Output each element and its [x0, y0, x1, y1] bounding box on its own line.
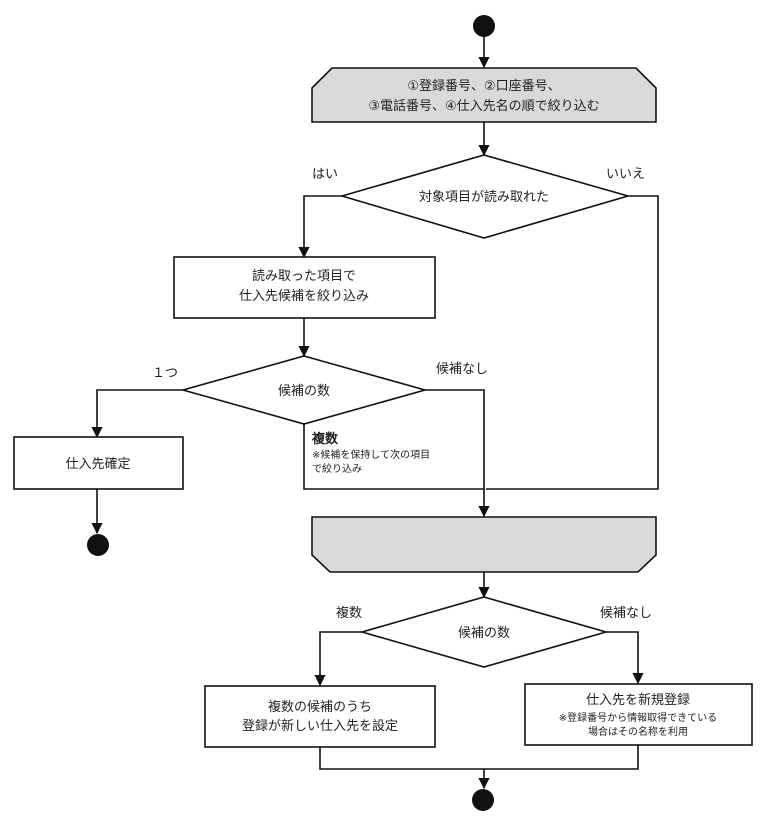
edge-join — [319, 745, 639, 770]
process-confirm-supplier-label: 仕入先確定 — [65, 456, 130, 472]
action-filter-order — [311, 67, 657, 123]
process-register-new-title: 仕入先を新規登録 — [586, 692, 690, 708]
end-node-final — [472, 789, 494, 811]
note-multiple-line2: で絞り込み — [312, 462, 362, 475]
decision-item-read — [339, 154, 631, 239]
edge-yes — [298, 195, 342, 259]
process-register-new-line1: ※登録番号から情報取得できている — [559, 711, 717, 724]
action-filter-order-line1: ①登録番号、②口座番号、 — [407, 79, 560, 94]
label-no-candidate-1: 候補なし — [436, 362, 488, 377]
edge-none2 — [606, 631, 644, 685]
decision-item-read-label: 対象項目が読み取れた — [419, 189, 549, 205]
start-node — [473, 15, 495, 37]
label-yes: はい — [312, 167, 338, 182]
process-narrow-line1: 読み取った項目で — [252, 268, 356, 284]
edge-multiple — [314, 631, 362, 687]
action-filter-order-line2: ③電話番号、④仕入先名の順で絞り込む — [368, 98, 599, 114]
end-node-confirmed — [87, 534, 109, 556]
process-narrow-by-item — [173, 256, 436, 319]
label-one: １つ — [152, 366, 178, 381]
label-no-candidate-2: 候補なし — [600, 606, 652, 621]
edge-no — [486, 195, 659, 490]
connector-lines — [91, 36, 659, 790]
note-multiple-line1: ※候補を保持して次の項目 — [312, 448, 430, 461]
edge-multiple-loop — [303, 424, 484, 490]
process-confirm-supplier — [13, 436, 184, 490]
label-multiple: 複数 — [336, 605, 362, 621]
process-register-new — [524, 683, 753, 746]
process-pick-latest — [204, 685, 436, 748]
process-narrow-line2: 仕入先候補を絞り込み — [239, 289, 369, 304]
edge-one — [91, 389, 183, 439]
label-no: いいえ — [606, 167, 645, 182]
process-pick-latest-line2: 登録が新しい仕入先を設定 — [242, 718, 398, 734]
edge-none — [425, 389, 490, 518]
merge-node — [311, 516, 657, 573]
decision-candidate-count-2-label: 候補の数 — [458, 626, 510, 641]
process-register-new-line2: 場合はその名称を利用 — [588, 725, 688, 738]
decision-candidate-count-1-label: 候補の数 — [278, 384, 330, 399]
process-pick-latest-line1: 複数の候補のうち — [268, 699, 372, 715]
note-multiple-title: 複数 — [311, 431, 339, 447]
decision-candidate-count-2 — [359, 596, 609, 668]
